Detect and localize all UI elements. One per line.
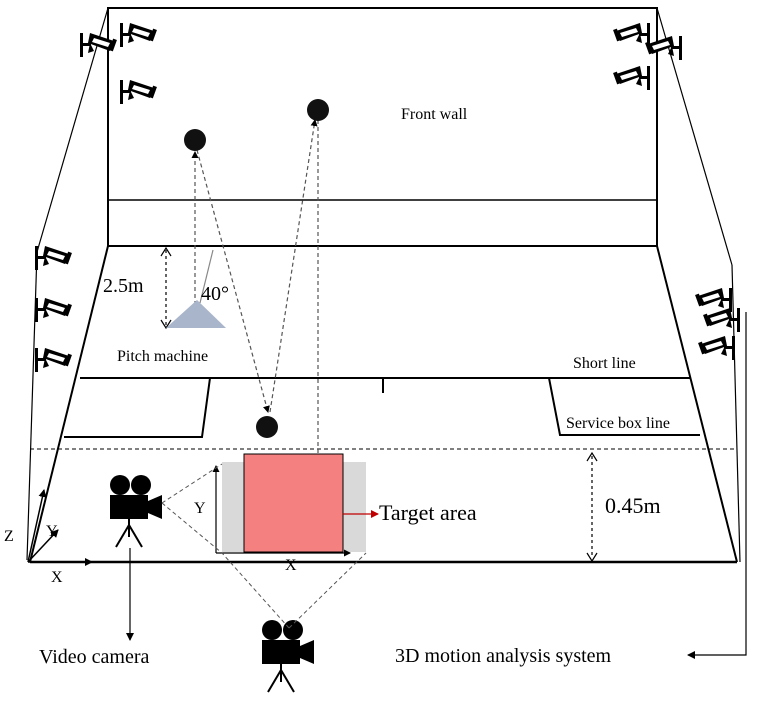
cctv-camera-icon xyxy=(35,348,72,372)
motion-system-pointer xyxy=(687,312,747,659)
short-line-label: Short line xyxy=(573,355,636,372)
motion-system-label: 3D motion analysis system xyxy=(395,645,612,667)
video-camera-icon xyxy=(261,619,315,693)
height-label: 2.5m xyxy=(103,275,144,297)
cctv-camera-icon xyxy=(613,23,650,47)
trajectory-to-wall xyxy=(269,119,318,413)
ball-icon xyxy=(256,416,278,438)
target-area-label: Target area xyxy=(379,500,477,525)
target-axis-y-label: Y xyxy=(194,500,206,517)
axis-x-label: X xyxy=(51,569,63,586)
cctv-camera-icon xyxy=(80,33,117,57)
axis-y-label: Y xyxy=(46,523,58,540)
side-camera-fov-top xyxy=(161,463,223,504)
cctv-camera-icon xyxy=(35,246,72,270)
global-y-axis xyxy=(27,529,59,563)
target-area-box xyxy=(243,453,344,553)
launch-angle-line xyxy=(199,249,214,304)
floor-left-edge xyxy=(29,245,109,563)
right-upper-edge xyxy=(656,7,733,266)
front-wall-label: Front wall xyxy=(401,106,468,123)
ball-icon xyxy=(184,129,206,151)
pitch-machine-shape xyxy=(166,300,226,328)
court-structure xyxy=(26,7,741,564)
cctv-camera-icon xyxy=(645,36,682,60)
motion-cameras xyxy=(35,23,740,372)
video-camera-icon xyxy=(109,474,163,548)
global-z-axis xyxy=(27,489,47,563)
service-box-right xyxy=(548,377,700,436)
axis-z-label: Z xyxy=(4,528,14,545)
floor-right-edge xyxy=(656,245,738,563)
target-height-arrow-top xyxy=(586,451,598,462)
video-camera-label: Video camera xyxy=(39,646,150,668)
ball-trajectory xyxy=(191,119,319,456)
cctv-camera-icon xyxy=(698,336,735,360)
cctv-camera-icon xyxy=(120,23,157,47)
cctv-camera-icon xyxy=(120,80,157,104)
front-wall xyxy=(107,7,658,247)
right-wall-edge xyxy=(731,264,741,563)
camera-fov xyxy=(161,463,367,629)
target-axis-x-label: X xyxy=(285,557,297,574)
cctv-camera-icon xyxy=(703,308,740,332)
left-upper-edge xyxy=(36,7,109,253)
pitch-machine-label: Pitch machine xyxy=(117,348,208,365)
trajectory-to-floor xyxy=(196,149,270,413)
cctv-camera-icon xyxy=(35,298,72,322)
target-height-label: 0.45m xyxy=(605,493,661,518)
front-camera-fov-right xyxy=(288,552,367,629)
service-box-left xyxy=(64,377,211,438)
front-camera-fov-left xyxy=(221,552,290,629)
height-marker-arrow-top xyxy=(160,246,172,257)
cctv-camera-icon xyxy=(613,66,650,90)
angle-label: 40° xyxy=(201,283,229,305)
target-height-arrow-bottom xyxy=(586,552,598,563)
ball-icon xyxy=(307,99,329,121)
service-box-line-label: Service box line xyxy=(566,415,670,432)
side-camera-fov-bottom xyxy=(161,502,223,554)
cctv-camera-icon xyxy=(695,288,732,312)
